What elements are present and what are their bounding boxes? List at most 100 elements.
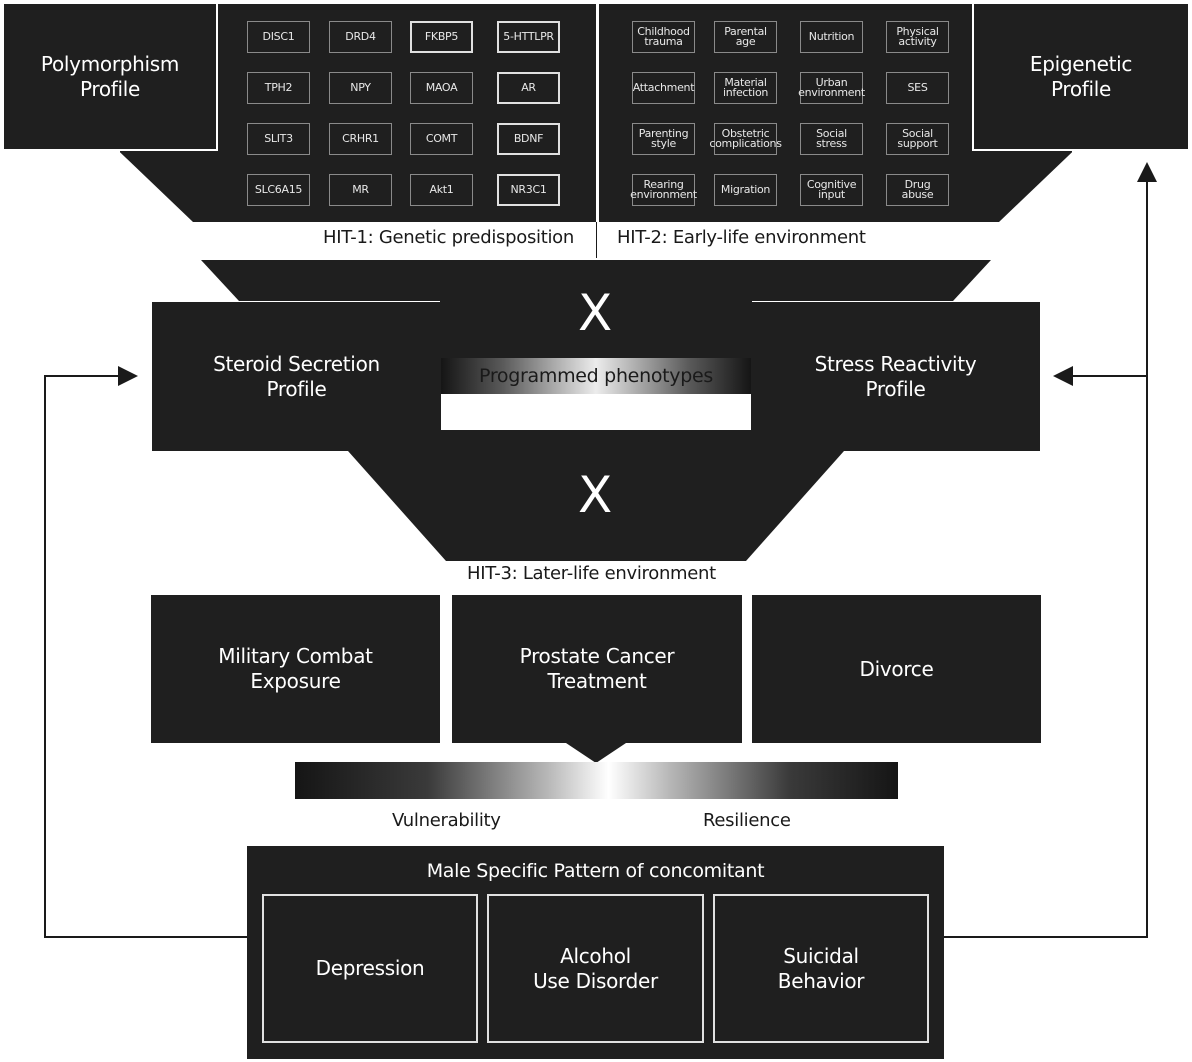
resilience-label: Resilience <box>703 810 791 831</box>
left-feedback-line <box>44 375 247 938</box>
steroid-secretion-profile-box: Steroid Secretion Profile <box>152 302 441 451</box>
stress-profile-line1: Stress Reactivity <box>814 351 977 376</box>
lower-x-symbol: X <box>578 466 613 524</box>
polymorphism-profile-line2: Profile <box>79 76 141 101</box>
gene-cell: CRHR1 <box>329 123 392 155</box>
gene-cell: Akt1 <box>410 174 473 206</box>
environment-cell-text: Social <box>902 127 933 140</box>
environment-cell-text: age <box>735 35 756 48</box>
vulnerability-resilience-spectrum <box>295 762 898 799</box>
military-line1: Military Combat <box>218 644 373 668</box>
stress-reactivity-profile-box: Stress Reactivity Profile <box>751 302 1040 451</box>
suicidal-behavior-box: Suicidal Behavior <box>713 894 929 1043</box>
depression-box: Depression <box>262 894 478 1043</box>
environment-cell-text: Social <box>816 127 847 140</box>
environment-cell-text: Parental <box>724 25 767 38</box>
upper-x-column <box>440 300 752 358</box>
environment-cell-text: Parenting <box>638 127 689 140</box>
environment-cell: SES <box>886 72 949 104</box>
gene-cell: MAOA <box>410 72 473 104</box>
environment-cell-text: Material <box>724 76 767 89</box>
alcohol-line1: Alcohol <box>560 943 631 968</box>
gene-cell: NPY <box>329 72 392 104</box>
alcohol-use-disorder-box: Alcohol Use Disorder <box>487 894 704 1043</box>
programmed-phenotypes-bar: Programmed phenotypes <box>441 358 751 394</box>
gene-cell: 5-HTTLPR <box>497 21 560 53</box>
suicidal-line1: Suicidal <box>783 943 859 968</box>
environment-cell: Migration <box>714 174 777 206</box>
programmed-phenotypes-label: Programmed phenotypes <box>479 365 713 387</box>
environment-cell-text: Migration <box>720 183 771 196</box>
polymorphism-profile-box: Polymorphism Profile <box>4 4 218 151</box>
epigenetic-profile-line2: Profile <box>1050 76 1112 101</box>
divorce-label: Divorce <box>859 656 934 681</box>
arrowhead-to-epigenetic <box>1137 162 1157 182</box>
right-feedback-line <box>944 180 1148 938</box>
environment-cell-text: trauma <box>644 35 683 48</box>
environment-cell-text: abuse <box>901 188 934 201</box>
upper-x-symbol: X <box>578 284 613 342</box>
environment-cell-text: infection <box>722 86 769 99</box>
gene-cell: TPH2 <box>247 72 310 104</box>
prostate-cancer-box: Prostate Cancer Treatment <box>452 595 742 743</box>
environment-cell-text: SES <box>907 81 928 94</box>
male-specific-pattern-box: Male Specific Pattern of concomitant Dep… <box>247 846 944 1059</box>
gene-cell: SLIT3 <box>247 123 310 155</box>
environment-cell-text: style <box>651 137 676 150</box>
environment-cell-text: Urban <box>815 76 848 89</box>
environment-cell: Nutrition <box>800 21 863 53</box>
alcohol-line2: Use Disorder <box>533 968 658 993</box>
arrowhead-to-steroid <box>118 366 138 386</box>
prostate-line1: Prostate Cancer <box>519 644 675 668</box>
polymorphism-profile-line1: Polymorphism <box>40 51 180 76</box>
environment-cell-text: environment <box>630 188 697 201</box>
gene-cell: FKBP5 <box>410 21 473 53</box>
arrowhead-to-stress <box>1053 366 1073 386</box>
environment-cell-text: Nutrition <box>808 30 855 43</box>
military-line2: Exposure <box>250 669 341 693</box>
steroid-profile-line2: Profile <box>266 376 327 401</box>
gene-cell: DRD4 <box>329 21 392 53</box>
hit3-label: HIT-3: Later-life environment <box>467 563 716 584</box>
stress-profile-line2: Profile <box>865 376 926 401</box>
military-combat-box: Military Combat Exposure <box>151 595 440 743</box>
environment-cell-text: Attachment <box>632 81 695 94</box>
environment-cell-text: Childhood <box>637 25 690 38</box>
suicidal-line2: Behavior <box>777 968 865 993</box>
environment-cell: Attachment <box>632 72 695 104</box>
upper-x-funnel <box>201 260 991 301</box>
environment-cell-text: input <box>818 188 845 201</box>
top-divider-lower <box>596 222 597 258</box>
top-divider <box>596 4 598 258</box>
gene-cell: COMT <box>410 123 473 155</box>
environment-cell-text: Physical <box>896 25 939 38</box>
divorce-box: Divorce <box>752 595 1041 743</box>
environment-cell-text: complications <box>709 137 782 150</box>
lower-x-funnel <box>348 451 844 561</box>
gene-cell: NR3C1 <box>497 174 560 206</box>
epigenetic-profile-box: Epigenetic Profile <box>972 4 1188 151</box>
hit1-label: HIT-1: Genetic predisposition <box>323 227 575 248</box>
environment-cell-text: support <box>897 137 938 150</box>
gene-cell: BDNF <box>497 123 560 155</box>
steroid-profile-line1: Steroid Secretion <box>213 351 380 376</box>
gene-cell: DISC1 <box>247 21 310 53</box>
environment-cell-text: Rearing <box>643 178 684 191</box>
male-specific-title: Male Specific Pattern of concomitant <box>426 860 765 882</box>
gene-cell: MR <box>329 174 392 206</box>
vulnerability-label: Vulnerability <box>392 810 501 831</box>
gene-cell: AR <box>497 72 560 104</box>
environment-cell-text: activity <box>898 35 937 48</box>
